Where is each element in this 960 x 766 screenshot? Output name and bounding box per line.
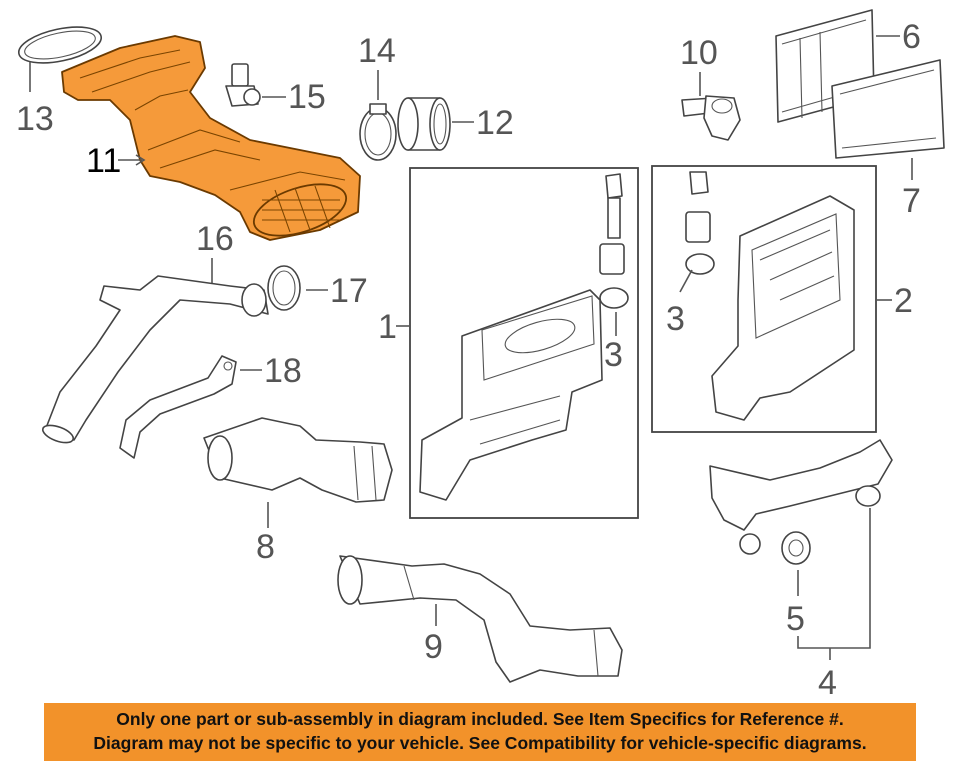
assembly-box-2 bbox=[651, 165, 877, 433]
callout-17: 17 bbox=[330, 272, 368, 310]
part-3-bolt-left bbox=[599, 173, 629, 309]
part-16-intake-tube bbox=[41, 275, 269, 444]
callout-2: 2 bbox=[894, 282, 913, 320]
callout-1: 1 bbox=[378, 308, 397, 346]
assembly-box-1 bbox=[409, 167, 639, 519]
disclaimer-line-1: Only one part or sub-assembly in diagram… bbox=[116, 709, 844, 729]
callout-7: 7 bbox=[902, 182, 921, 220]
part-11-air-intake-duct bbox=[61, 35, 361, 241]
part-12-sleeve bbox=[397, 97, 451, 151]
part-14-hose-clamp bbox=[359, 103, 397, 161]
leader-4 bbox=[797, 508, 871, 660]
callout-10: 10 bbox=[680, 34, 718, 72]
part-18-bracket bbox=[119, 355, 237, 459]
callout-18: 18 bbox=[264, 352, 302, 390]
part-5-grommet bbox=[781, 531, 811, 565]
callout-3-right: 3 bbox=[666, 300, 685, 338]
disclaimer-banner: Only one part or sub-assembly in diagram… bbox=[44, 703, 916, 761]
disclaimer-line-2: Diagram may not be specific to your vehi… bbox=[93, 733, 867, 753]
callout-12: 12 bbox=[476, 104, 514, 142]
callout-15: 15 bbox=[288, 78, 326, 116]
part-4-support-bracket bbox=[709, 439, 893, 555]
callout-8: 8 bbox=[256, 528, 275, 566]
callout-9: 9 bbox=[424, 628, 443, 666]
part-10-sensor bbox=[681, 95, 741, 141]
callout-5: 5 bbox=[786, 600, 805, 638]
part-8-duct bbox=[203, 417, 393, 503]
leader-3b bbox=[679, 269, 693, 293]
part-15-sensor bbox=[225, 63, 261, 107]
part-3-bolt-right bbox=[685, 171, 715, 275]
callout-6: 6 bbox=[902, 18, 921, 56]
part-7-filter-element bbox=[831, 59, 945, 159]
callout-16: 16 bbox=[196, 220, 234, 258]
callout-3-left: 3 bbox=[604, 336, 623, 374]
callout-4: 4 bbox=[818, 664, 837, 700]
part-9-duct bbox=[337, 555, 623, 683]
part-17-o-ring bbox=[267, 265, 301, 311]
leader-11-arrow bbox=[135, 154, 146, 166]
part-2-air-cleaner-housing bbox=[711, 195, 855, 421]
part-1-air-cleaner-housing bbox=[419, 289, 603, 501]
callout-13: 13 bbox=[16, 100, 54, 138]
callout-11: 11 bbox=[86, 142, 121, 180]
parts-diagram: 13 11 15 14 12 10 bbox=[16, 9, 945, 700]
callout-14: 14 bbox=[358, 32, 396, 70]
part-13-seal-ring bbox=[17, 26, 103, 64]
